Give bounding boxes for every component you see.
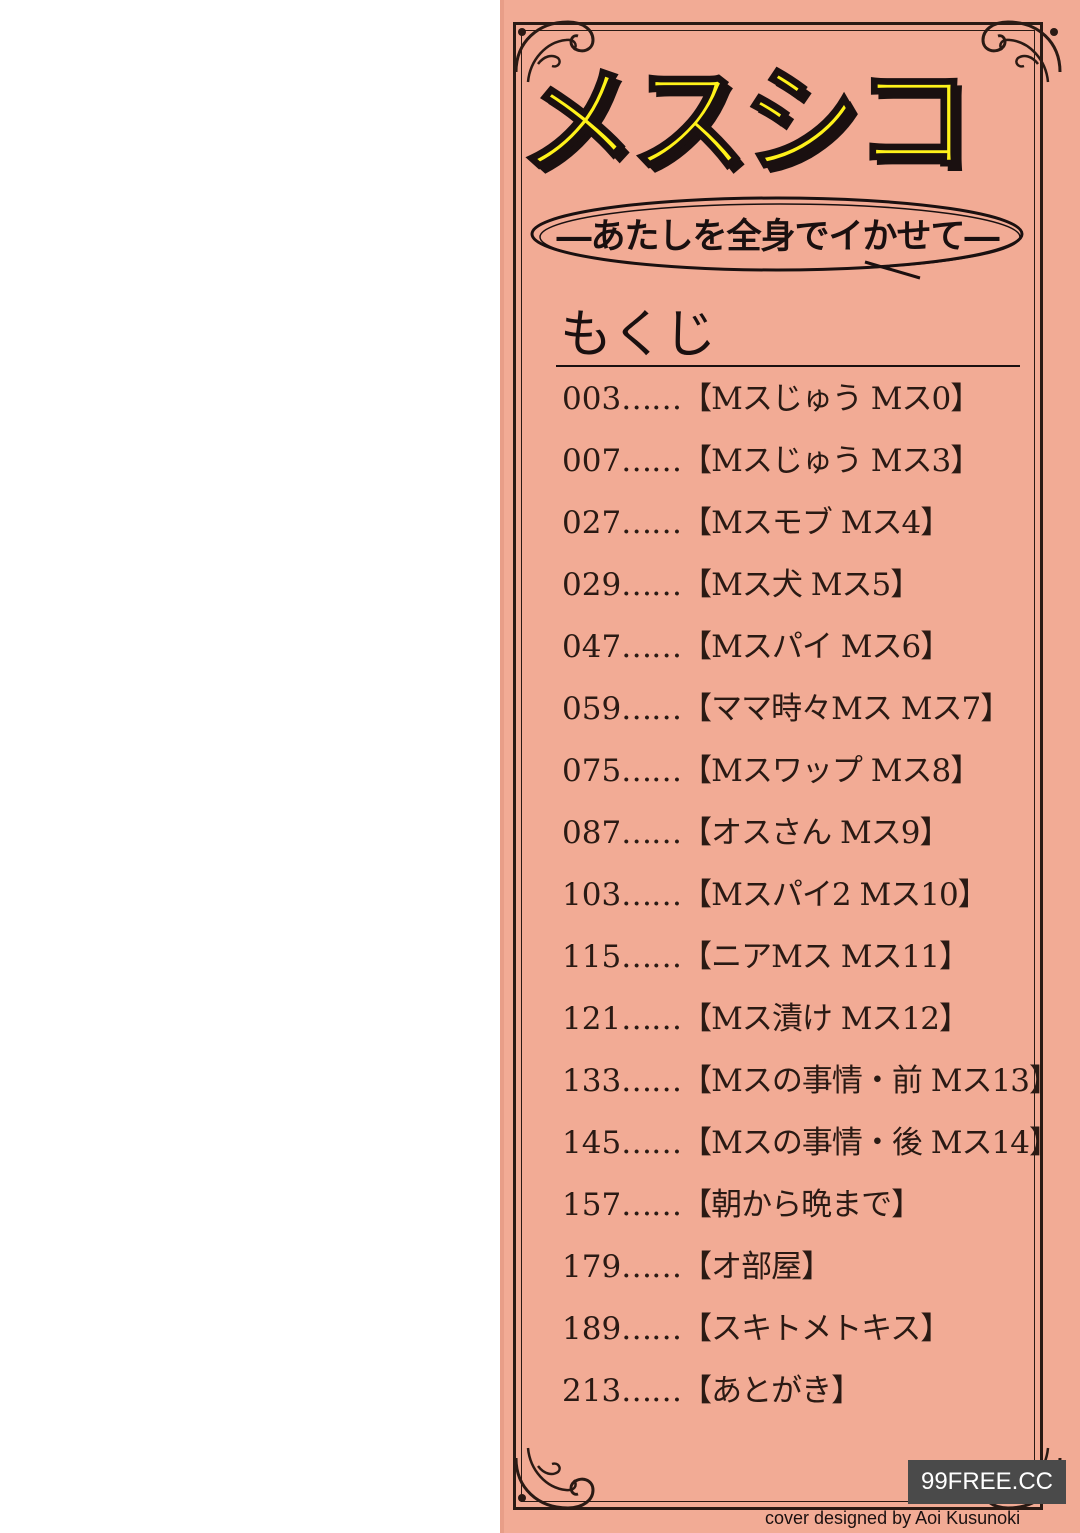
toc-leader: …… xyxy=(621,629,682,665)
toc-divider xyxy=(556,365,1020,367)
subtitle-ellipse-icon xyxy=(530,196,1024,280)
toc-page-number: 047 xyxy=(562,629,622,665)
toc-page-number: 003 xyxy=(562,381,622,417)
toc-heading: もくじ xyxy=(560,305,717,365)
toc-page-number: 027 xyxy=(562,505,622,541)
toc-item: 121……【Mス漬け Mス12】 xyxy=(562,988,1059,1050)
book-subtitle: ―あたしを全身でイかせて― xyxy=(556,216,999,257)
toc-page-number: 103 xyxy=(562,877,622,913)
toc-leader: …… xyxy=(621,877,682,913)
toc-page-number: 157 xyxy=(562,1187,622,1223)
toc-page-number: 179 xyxy=(562,1249,622,1285)
toc-leader: …… xyxy=(621,1187,682,1223)
toc-chapter-title: 【オ部屋】 xyxy=(681,1249,832,1285)
toc-page-number: 087 xyxy=(562,815,622,851)
toc-chapter-title: 【オスさん Mス9】 xyxy=(681,815,950,851)
toc-leader: …… xyxy=(621,1125,682,1161)
toc-page-number: 189 xyxy=(562,1311,622,1347)
toc-item: 029……【Mス犬 Mス5】 xyxy=(562,554,1059,616)
decorative-frame-outer xyxy=(513,22,1043,1510)
toc-page-number: 121 xyxy=(562,1001,622,1037)
toc-chapter-title: 【Mス犬 Mス5】 xyxy=(681,567,921,603)
toc-chapter-title: 【Mスワップ Mス8】 xyxy=(681,753,981,789)
toc-leader: …… xyxy=(621,753,682,789)
decorative-frame-inner xyxy=(521,30,1035,1502)
toc-item: 213……【あとがき】 xyxy=(562,1360,1059,1422)
toc-chapter-title: 【ママ時々Mス Mス7】 xyxy=(681,691,1011,727)
toc-item: 189……【スキトメトキス】 xyxy=(562,1298,1059,1360)
toc-page-number: 115 xyxy=(562,939,622,975)
toc-chapter-title: 【Mスじゅう Mス3】 xyxy=(681,443,981,479)
corner-ornament-bottom-left-icon xyxy=(514,1447,595,1510)
toc-leader: …… xyxy=(621,815,682,851)
toc-leader: …… xyxy=(621,1373,682,1409)
toc-page-number: 075 xyxy=(562,753,622,789)
toc-item: 007……【Mスじゅう Mス3】 xyxy=(562,430,1059,492)
toc-page-number: 145 xyxy=(562,1125,622,1161)
toc-page-number: 059 xyxy=(562,691,622,727)
toc-leader: …… xyxy=(621,1063,682,1099)
toc-chapter-title: 【ニアMス Mス11】 xyxy=(681,939,970,975)
toc-item: 003……【Mスじゅう Mス0】 xyxy=(562,368,1059,430)
toc-chapter-title: 【朝から晩まで】 xyxy=(681,1187,922,1223)
corner-ornament-top-right-icon xyxy=(981,20,1062,83)
blank-left-page xyxy=(0,0,500,1533)
toc-item: 179……【オ部屋】 xyxy=(562,1236,1059,1298)
toc-item: 157……【朝から晩まで】 xyxy=(562,1174,1059,1236)
toc-leader: …… xyxy=(621,567,682,603)
site-watermark: 99FREE.CC xyxy=(908,1460,1066,1504)
toc-chapter-title: 【スキトメトキス】 xyxy=(681,1311,951,1347)
toc-leader: …… xyxy=(621,443,682,479)
toc-chapter-title: 【Mスの事情・後 Mス14】 xyxy=(681,1125,1060,1161)
toc-page-number: 133 xyxy=(562,1063,622,1099)
toc-item: 087……【オスさん Mス9】 xyxy=(562,802,1059,864)
toc-item: 059……【ママ時々Mス Mス7】 xyxy=(562,678,1059,740)
toc-item: 075……【Mスワップ Mス8】 xyxy=(562,740,1059,802)
toc-chapter-title: 【Mス漬け Mス12】 xyxy=(681,1001,970,1037)
toc-item: 047……【Mスパイ Mス6】 xyxy=(562,616,1059,678)
toc-chapter-title: 【Mスの事情・前 Mス13】 xyxy=(681,1063,1060,1099)
toc-page-number: 007 xyxy=(562,443,622,479)
cover-credit: cover designed by Aoi Kusunoki xyxy=(765,1508,1021,1528)
panel-edge xyxy=(500,0,504,1533)
toc-item: 115……【ニアMス Mス11】 xyxy=(562,926,1059,988)
toc-leader: …… xyxy=(621,939,682,975)
toc-leader: …… xyxy=(621,505,682,541)
toc-leader: …… xyxy=(621,1311,682,1347)
toc-chapter-title: 【Mスモブ Mス4】 xyxy=(681,505,951,541)
toc-leader: …… xyxy=(621,1001,682,1037)
toc-leader: …… xyxy=(621,1249,682,1285)
toc-leader: …… xyxy=(621,381,682,417)
corner-ornament-top-left-icon xyxy=(514,20,595,83)
toc-item: 027……【Mスモブ Mス4】 xyxy=(562,492,1059,554)
book-title: メスシコ xyxy=(517,51,974,192)
toc-page-number: 029 xyxy=(562,567,622,603)
toc-leader: …… xyxy=(621,691,682,727)
toc-item: 145……【Mスの事情・後 Mス14】 xyxy=(562,1112,1060,1174)
toc-chapter-title: 【Mスパイ Mス6】 xyxy=(681,629,951,665)
toc-item: 103……【Mスパイ2 Mス10】 xyxy=(562,864,1059,926)
cover-flap-panel xyxy=(500,0,1080,1533)
toc-chapter-title: 【Mスパイ2 Mス10】 xyxy=(681,877,989,913)
toc-chapter-title: 【あとがき】 xyxy=(681,1373,862,1409)
subtitle-banner: ―あたしを全身でイかせて― xyxy=(525,192,1030,280)
toc-page-number: 213 xyxy=(562,1373,622,1409)
toc-item: 133……【Mスの事情・前 Mス13】 xyxy=(562,1050,1060,1112)
toc-chapter-title: 【Mスじゅう Mス0】 xyxy=(681,381,981,417)
toc-list: 003……【Mスじゅう Mス0】 007……【Mスじゅう Mス3】 027……【… xyxy=(562,368,1060,1422)
